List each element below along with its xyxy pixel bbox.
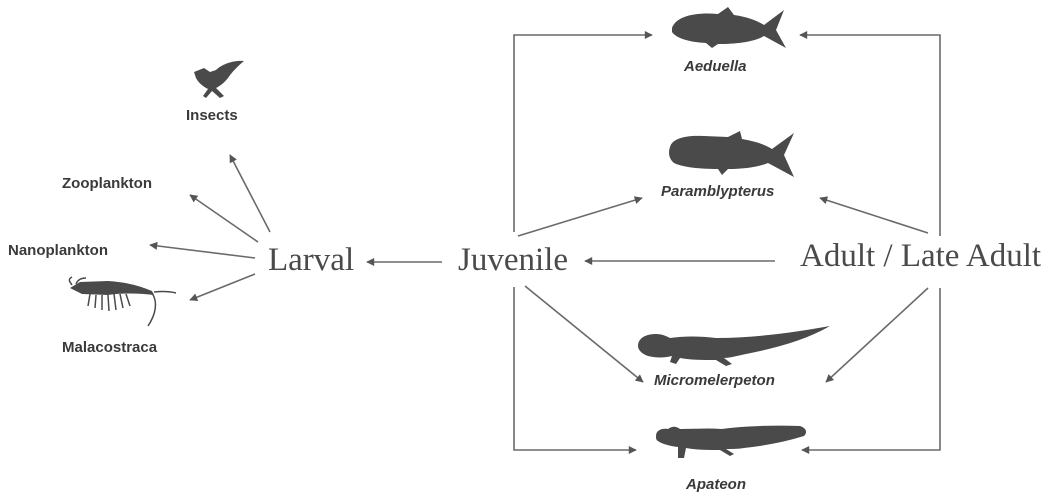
arrow-larval-zooplankton — [190, 195, 258, 242]
paramblypterus-fish-icon — [668, 129, 798, 179]
aeduella-fish-icon — [670, 6, 788, 52]
prey-label-zooplankton: Zooplankton — [62, 175, 152, 192]
micromelerpeton-icon — [636, 324, 832, 368]
apateon-icon — [654, 420, 810, 462]
arrow-juvenile-aeduella — [514, 35, 652, 232]
stage-label-adult: Adult / Late Adult — [800, 238, 1041, 275]
taxon-label-micromelerpeton: Micromelerpeton — [654, 372, 775, 389]
arrow-adult-micromelerpeton — [826, 288, 928, 382]
prey-label-insects: Insects — [186, 107, 238, 124]
arrow-adult-paramblypterus — [820, 198, 928, 233]
arrow-larval-malacostraca — [190, 274, 255, 300]
insect-icon — [186, 58, 252, 104]
prey-label-nanoplankton: Nanoplankton — [8, 242, 108, 259]
arrow-juvenile-paramblypterus — [518, 198, 642, 236]
arrow-adult-aeduella — [800, 35, 940, 236]
arrow-juvenile-micromelerpeton — [525, 286, 643, 382]
stage-label-juvenile: Juvenile — [458, 242, 568, 279]
prey-label-malacostraca: Malacostraca — [62, 339, 157, 356]
taxon-label-apateon: Apateon — [686, 476, 746, 493]
arrow-larval-nanoplankton — [150, 245, 255, 258]
arrow-larval-insects — [230, 155, 270, 232]
arrow-juvenile-apateon — [514, 287, 636, 450]
taxon-label-aeduella: Aeduella — [684, 58, 747, 75]
shrimp-icon — [68, 276, 178, 330]
stage-label-larval: Larval — [268, 242, 354, 279]
arrow-adult-apateon — [802, 288, 940, 450]
taxon-label-paramblypterus: Paramblypterus — [661, 183, 774, 200]
